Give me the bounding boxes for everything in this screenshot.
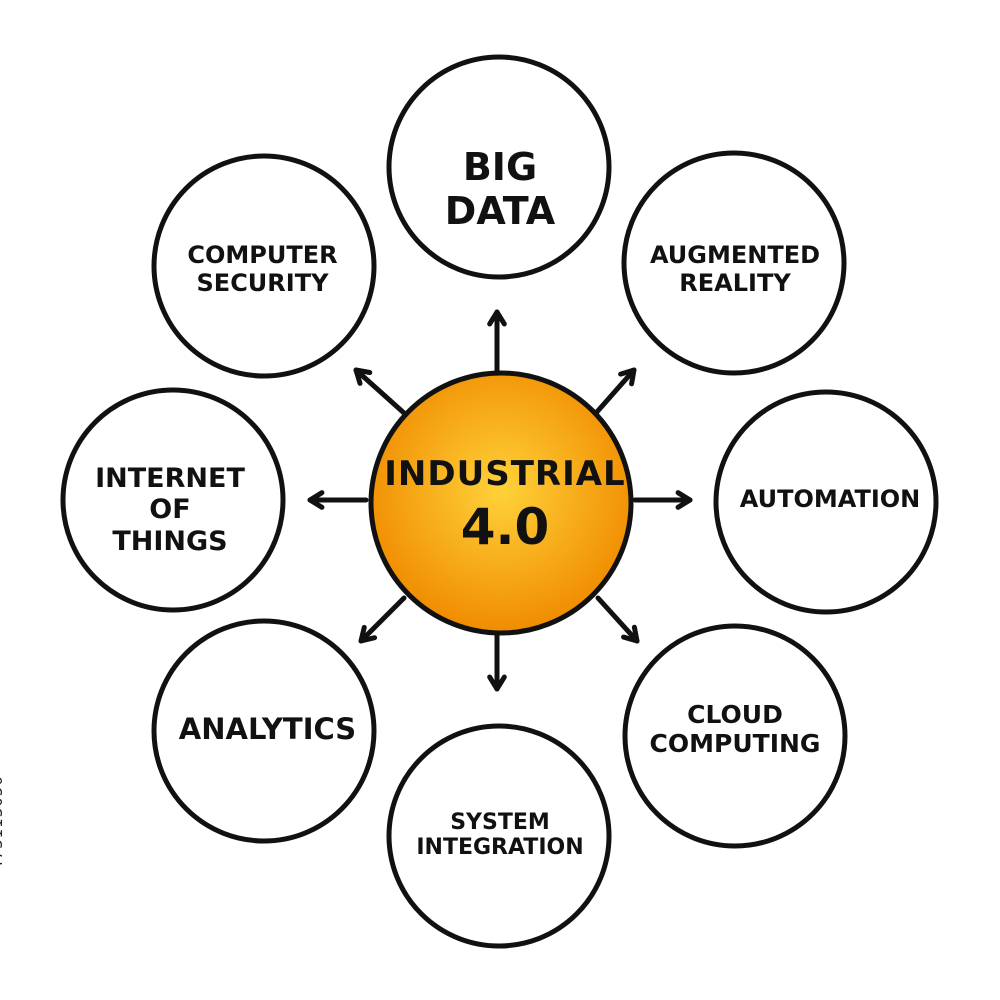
arrow-head-computer-security <box>353 367 373 386</box>
arrow-head-augmented-reality <box>618 367 637 387</box>
stock-id-text: 473113050 <box>0 775 6 870</box>
arrow-head-internet-of-things <box>307 490 325 510</box>
node-label-internet-of-things: INTERNET OF THINGS <box>95 463 245 557</box>
node-label-augmented-reality: AUGMENTED REALITY <box>649 241 821 297</box>
node-label-computer-security: COMPUTER SECURITY <box>187 241 338 297</box>
arrow-head-automation <box>675 490 693 510</box>
node-circle-system-integration <box>386 723 612 949</box>
arrow-line-analytics <box>358 595 407 644</box>
node-circle-internet-of-things <box>60 387 286 613</box>
node-circle-analytics <box>151 618 377 844</box>
arrow-head-cloud-computing <box>621 624 640 644</box>
arrows-group <box>307 309 693 692</box>
center-label: INDUSTRIAL 4.0 <box>370 430 640 580</box>
arrow-line-cloud-computing <box>595 595 640 644</box>
node-circle-cloud-computing <box>622 623 848 849</box>
node-label-analytics: ANALYTICS <box>178 712 357 747</box>
arrow-head-big-data <box>487 309 507 327</box>
center-title: INDUSTRIAL <box>384 454 626 494</box>
node-circle-computer-security <box>151 153 377 379</box>
node-circle-automation <box>713 389 939 615</box>
node-label-system-integration: SYSTEM INTEGRATION <box>416 809 584 860</box>
center-circle <box>368 370 634 636</box>
node-label-automation: AUTOMATION <box>739 485 921 514</box>
arrow-head-analytics <box>358 624 378 644</box>
node-circles-group <box>60 54 939 949</box>
center-version: 4.0 <box>460 498 550 556</box>
node-circle-big-data <box>386 54 612 280</box>
arrow-line-computer-security <box>353 367 407 416</box>
node-label-big-data: BIG DATA <box>444 145 556 233</box>
arrow-head-system-integration <box>487 674 507 692</box>
arrow-line-augmented-reality <box>593 367 637 416</box>
node-circle-augmented-reality <box>621 150 847 376</box>
node-label-cloud-computing: CLOUD COMPUTING <box>649 700 821 758</box>
